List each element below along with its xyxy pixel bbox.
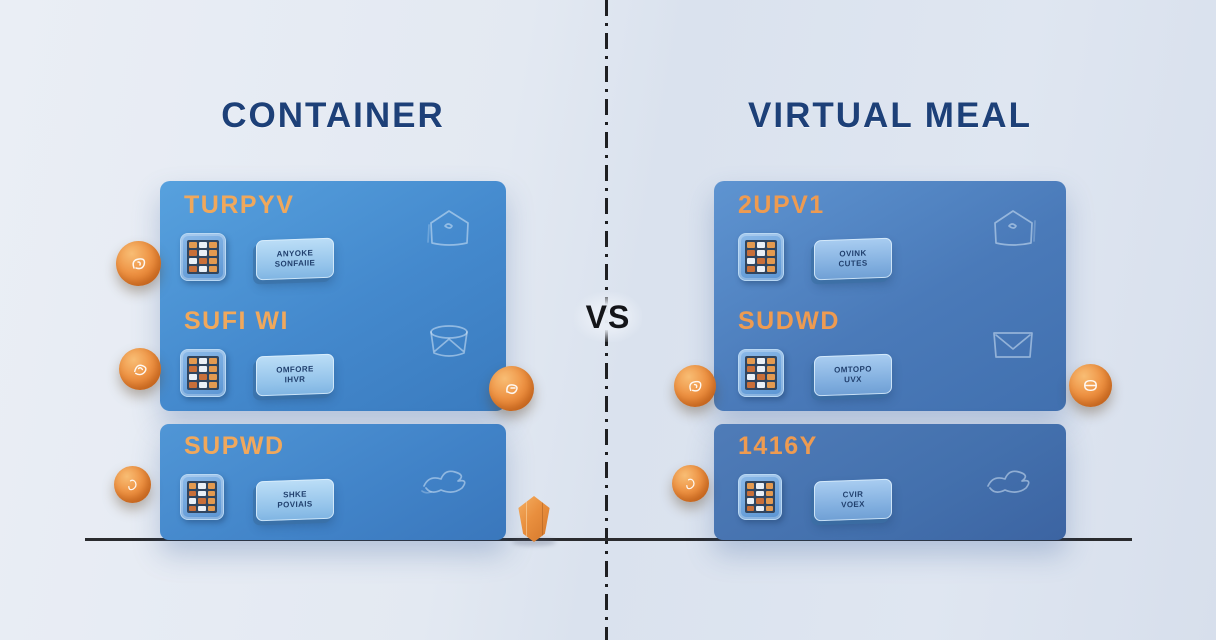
orange-sphere bbox=[114, 466, 151, 503]
section-heading: TURPYV bbox=[184, 191, 295, 219]
scribble-icon bbox=[980, 458, 1036, 498]
pill-button-line2: VOEX bbox=[841, 499, 865, 510]
pill-button: OVINK CUTES bbox=[814, 237, 892, 281]
doodle-icon bbox=[505, 383, 518, 394]
ground-line bbox=[85, 538, 1132, 541]
house-icon bbox=[422, 205, 476, 251]
pill-button-line2: SONFAIIE bbox=[274, 258, 316, 269]
pill-button: CVIR VOEX bbox=[814, 478, 892, 522]
pill-button: SHKE POVIAIS bbox=[256, 478, 334, 522]
doodle-icon bbox=[688, 380, 701, 392]
pill-button-line2: UVX bbox=[844, 374, 862, 385]
section-heading: 1416Y bbox=[738, 432, 818, 460]
pill-button-line2: IHVR bbox=[284, 374, 306, 385]
chip-icon bbox=[180, 349, 226, 397]
chip-icon bbox=[738, 474, 782, 520]
right-card-bottom: 1416Y CVIR VOEX bbox=[714, 424, 1066, 540]
orange-sphere bbox=[672, 465, 709, 502]
doodle-icon bbox=[127, 479, 137, 490]
chip-icon bbox=[180, 233, 226, 281]
envelope-icon bbox=[422, 321, 476, 365]
pill-button-line1: OMTOPO bbox=[834, 363, 872, 375]
doodle-icon bbox=[131, 257, 145, 269]
left-title: CONTAINER bbox=[221, 96, 445, 135]
pill-button: OMFORE IHVR bbox=[256, 353, 334, 397]
chip-icon bbox=[180, 474, 224, 520]
orange-sphere bbox=[119, 348, 161, 390]
pill-button: OMTOPO UVX bbox=[814, 353, 892, 397]
right-title: VIRTUAL MEAL bbox=[748, 96, 1032, 135]
gem-shadow bbox=[512, 538, 556, 546]
section-heading: SUFI WI bbox=[184, 307, 289, 335]
doodle-icon bbox=[133, 364, 147, 375]
doodle-icon bbox=[685, 478, 695, 489]
chip-icon bbox=[738, 349, 784, 397]
orange-sphere bbox=[116, 241, 161, 286]
left-card-bottom: SUPWD SHKE POVIAIS bbox=[160, 424, 506, 540]
scribble-icon bbox=[416, 458, 472, 498]
left-card-top: TURPYV ANYOKE SONFAIIE SUFI WI OMFORE IH… bbox=[160, 181, 506, 411]
section-heading: SUPWD bbox=[184, 432, 285, 460]
pill-button-line1: OMFORE bbox=[276, 363, 314, 375]
right-card-top: 2UPV1 OVINK CUTES SUDWD OMTOPO UVX bbox=[714, 181, 1066, 411]
pill-button-line2: CUTES bbox=[838, 258, 868, 269]
section-heading: SUDWD bbox=[738, 307, 840, 335]
section-heading: 2UPV1 bbox=[738, 191, 825, 219]
orange-sphere bbox=[489, 366, 534, 411]
pill-button: ANYOKE SONFAIIE bbox=[256, 237, 334, 281]
chip-icon bbox=[738, 233, 784, 281]
pill-button-line1: CVIR bbox=[842, 489, 864, 499]
orange-sphere bbox=[674, 365, 716, 407]
orange-gem-icon bbox=[518, 496, 550, 542]
pill-button-line2: POVIAIS bbox=[277, 499, 313, 510]
orange-sphere bbox=[1069, 364, 1112, 407]
vs-label: VS bbox=[574, 292, 642, 342]
house-icon bbox=[986, 205, 1040, 251]
doodle-icon bbox=[1084, 379, 1097, 392]
envelope-icon bbox=[986, 323, 1040, 365]
